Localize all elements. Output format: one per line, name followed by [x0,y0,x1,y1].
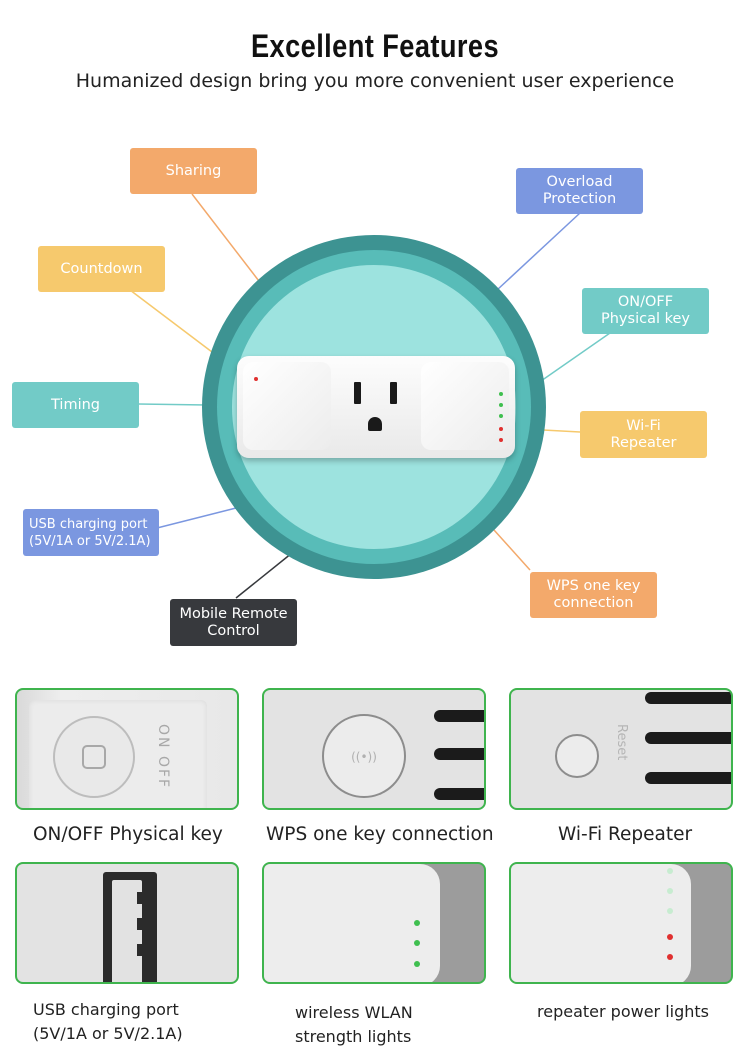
repeater-led-2 [499,438,503,442]
caption-usb-line2: (5V/1A or 5V/2.1A) [33,1024,183,1043]
tag-mobile-line1: Mobile Remote [179,605,288,622]
power-light [667,954,673,960]
tag-countdown: Countdown [38,246,165,292]
usb-port-icon [103,872,157,982]
outlet-ground [368,417,382,431]
caption-wifi-repeater: Wi-Fi Repeater [558,824,693,845]
caption-power-lights: repeater power lights [537,1002,709,1021]
page-subtitle: Humanized design bring you more convenie… [75,70,675,92]
tag-wifi-line2: Repeater [610,434,677,451]
tag-usb-line2: (5V/1A or 5V/2.1A) [29,533,151,549]
onoff-connector [540,332,611,382]
power-led [254,377,258,381]
photo-power-lights [509,862,733,984]
caption-wlan: wireless WLAN strength lights [295,1001,413,1049]
wlan-light [414,920,420,926]
tag-onoff-line2: Physical key [601,311,690,327]
sharing-connector [191,193,263,286]
usb-connector [156,507,237,529]
wlan-light-off [667,908,673,914]
vent-slot [434,710,484,722]
tag-usb: USB charging port(5V/1A or 5V/2.1A) [23,509,159,556]
wlan-light-off [667,868,673,874]
caption-wlan-line2: strength lights [295,1027,412,1046]
vent-slot [645,772,731,784]
countdown-connector [129,289,213,353]
wifi-connector [542,429,581,433]
vent-slot [645,732,731,744]
wps-connector [493,529,531,571]
right-pad [421,362,509,450]
wlan-led-1 [499,392,503,396]
caption-usb: USB charging port (5V/1A or 5V/2.1A) [33,998,183,1046]
caption-usb-line1: USB charging port [33,1000,179,1019]
photo-wlan-lights [262,862,486,984]
onoff-embossed-label: ON OFF [155,724,171,790]
tag-sharing: Sharing [130,148,257,194]
overload-connector [496,212,581,291]
tag-usb-line1: USB charging port [29,516,148,532]
page-title: Excellent Features [250,28,500,64]
onoff-button-icon [53,716,135,798]
photo-wifi-repeater: Reset [509,688,733,810]
caption-wps: WPS one key connection [266,824,494,845]
tag-mobile-line2: Control [207,622,260,639]
wlan-light [414,961,420,967]
outlet-slot-right [390,382,397,404]
vent-slot [434,788,484,800]
power-light [667,934,673,940]
caption-onoff: ON/OFF Physical key [33,824,223,845]
tag-timing: Timing [12,382,139,428]
wlan-light-off [667,888,673,894]
tag-overload-line2: Protection [542,191,617,207]
reset-embossed-label: Reset [614,724,629,761]
wps-button-icon: ((•)) [322,714,406,798]
vent-slot [645,692,731,704]
vent-slot [434,748,484,760]
caption-wlan-line1: wireless WLAN [295,1003,413,1022]
tag-wifi-line1: Wi-Fi [626,417,661,434]
photo-usb-port [15,862,239,984]
outlet-slot-left [354,382,361,404]
wlan-led-2 [499,403,503,407]
photo-wps-key: ((•)) [262,688,486,810]
left-pad [243,362,331,450]
tag-wps-line1: WPS one key [546,578,641,594]
tag-onoff-line1: ON/OFF [617,294,674,310]
wlan-led-3 [499,414,503,418]
smart-plug-device [237,356,515,458]
wlan-light [414,940,420,946]
mobile-connector [235,552,293,599]
timing-connector [137,403,208,406]
repeater-led-1 [499,427,503,431]
tag-overload-line1: Overload [546,174,613,190]
photo-onoff-key: ON OFF [15,688,239,810]
reset-button-icon [555,734,599,778]
tag-wps-line2: connection [553,595,634,611]
